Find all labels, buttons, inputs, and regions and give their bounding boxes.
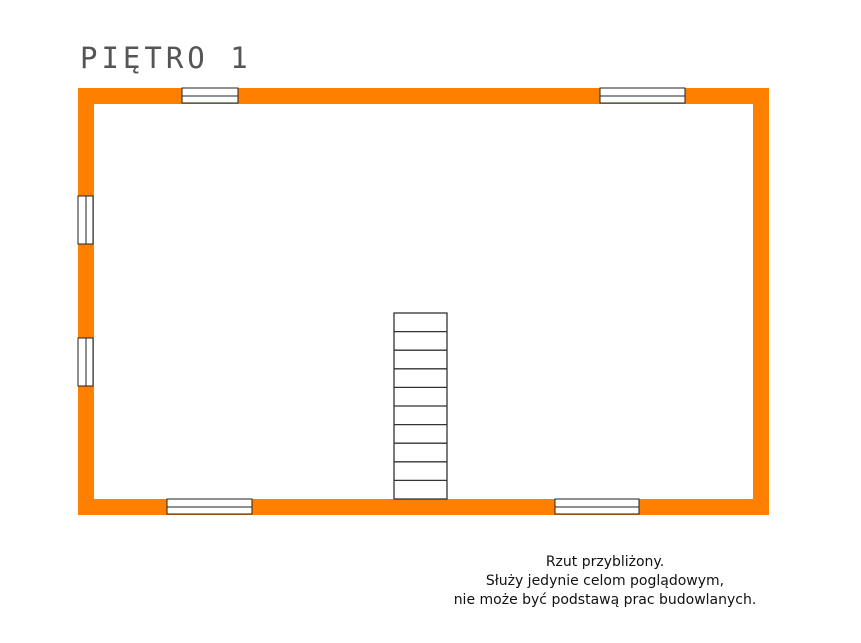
window-bottom-right	[554, 498, 640, 515]
windows	[77, 87, 686, 515]
note-line-2: Służy jedynie celom poglądowym,	[485, 573, 725, 589]
window-top-right	[599, 87, 686, 104]
window-bottom-left	[166, 498, 253, 515]
note-line-3: nie może być podstawą prac budowlanych.	[453, 592, 757, 608]
window-left-lower	[77, 337, 94, 387]
window-top-left	[181, 87, 239, 104]
window-left-upper	[77, 195, 94, 245]
disclaimer-note: Rzut przybliżony. Służy jedynie celom po…	[420, 553, 790, 610]
note-line-1: Rzut przybliżony.	[545, 554, 665, 570]
floor-title: PIĘTRO 1	[80, 41, 252, 75]
staircase	[393, 312, 448, 500]
